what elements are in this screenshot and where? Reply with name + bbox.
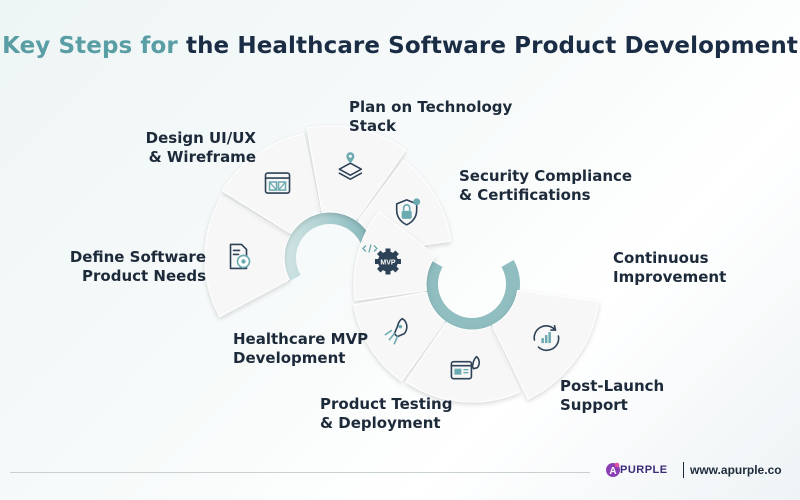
step-label-security: Security Compliance& Certifications (459, 167, 633, 204)
brand-name: PURPLE (620, 464, 668, 476)
rocket-code-icon (384, 317, 408, 345)
ribbon-left-hub (282, 209, 378, 282)
title-main: the Healthcare Software Product Developm… (185, 33, 798, 59)
growth-cycle-icon (533, 324, 560, 352)
ribbon-layer (282, 209, 520, 332)
step-label-design-uiux: Design UI/UX& Wireframe (145, 129, 256, 166)
ribbon-right-hub (424, 260, 520, 332)
website-link[interactable]: www.apurple.co (690, 463, 782, 477)
step-segment-8 (491, 289, 600, 400)
apurple-logo[interactable]: A (606, 458, 682, 486)
layers-stack-icon (338, 152, 363, 181)
svg-text:MVP: MVP (380, 259, 396, 266)
icons-layer: MVP (229, 152, 560, 380)
step-segment-3 (306, 125, 407, 222)
page-title: Key Steps for the Healthcare Software Pr… (0, 33, 800, 59)
title-highlight: Key Steps for (2, 33, 178, 59)
shield-lock-icon (395, 198, 421, 226)
document-target-icon (229, 243, 251, 270)
mvp-gear-code-icon: MVP (362, 244, 401, 275)
step-label-testing: Product Testing& Deployment (320, 395, 453, 432)
footer-divider (10, 472, 590, 473)
footer-separator (683, 462, 684, 478)
launch-browser-icon (450, 355, 481, 380)
svg-text:A: A (609, 466, 616, 477)
wireframe-browser-icon (264, 172, 291, 194)
